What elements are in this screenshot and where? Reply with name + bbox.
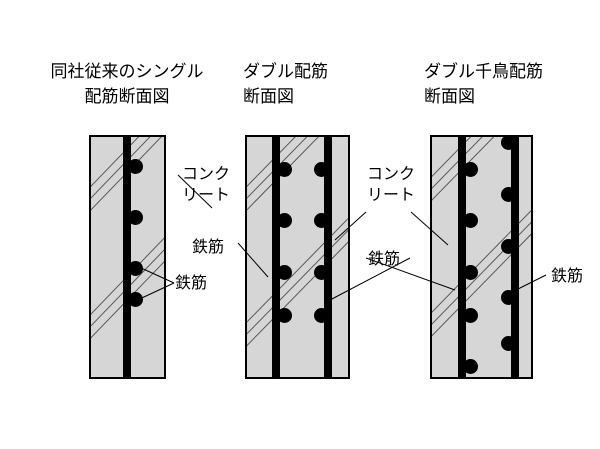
- panel-title-double-staggered-line1: ダブル千鳥配筋: [424, 62, 543, 82]
- panel-title-single: 同社従来のシングル配筋断面図: [22, 60, 232, 110]
- rebar-layer-center: [123, 137, 131, 377]
- rebar-dot: [463, 265, 478, 280]
- cross-section-single: [89, 135, 166, 379]
- cross-section-double: [245, 135, 350, 379]
- rebar-dot: [501, 336, 516, 351]
- rebar-dot: [501, 290, 516, 305]
- rebar-dot: [314, 308, 329, 323]
- rebar-dot: [463, 162, 478, 177]
- label-concrete-panel1: コンクリート: [182, 163, 230, 205]
- rebar-dot: [128, 159, 143, 174]
- rebar-dot: [128, 210, 143, 225]
- label-rebar-panel2-left: 鉄筋: [192, 237, 225, 256]
- rebar-dot: [463, 359, 478, 374]
- panel-title-double-staggered-line2: 断面図: [424, 87, 475, 107]
- cross-section-double-staggered: [430, 135, 533, 379]
- rebar-dot: [501, 187, 516, 202]
- label-concrete-middle-line2: リート: [367, 185, 416, 204]
- rebar-dot: [128, 261, 143, 276]
- panel-title-single-line2: 配筋断面図: [84, 87, 170, 107]
- panel-title-double: ダブル配筋断面図: [243, 60, 413, 110]
- rebar-layer-outer: [458, 137, 466, 377]
- label-concrete-panel1-line1: コンク: [182, 164, 231, 183]
- concrete-hatch-icon: [247, 137, 348, 347]
- label-rebar-panel3-right: 鉄筋: [551, 266, 584, 285]
- panel-title-single-line1: 同社従来のシングル: [50, 62, 204, 82]
- label-concrete-panel1-line2: リート: [182, 185, 231, 204]
- rebar-layer-outer: [272, 137, 280, 377]
- rebar-dot: [128, 292, 143, 307]
- rebar-layer-inner: [511, 137, 519, 377]
- rebar-dot: [314, 213, 329, 228]
- rebar-dot: [277, 162, 292, 177]
- panel-title-double-line2: 断面図: [243, 87, 294, 107]
- rebar-dot: [501, 137, 516, 150]
- rebar-dot: [463, 308, 478, 323]
- rebar-dot: [277, 213, 292, 228]
- rebar-dot: [277, 265, 292, 280]
- label-rebar-panel1: 鉄筋: [175, 273, 208, 292]
- rebar-layer-inner: [324, 137, 332, 377]
- label-rebar-middle: 鉄筋: [368, 249, 401, 268]
- panel-title-double-staggered: ダブル千鳥配筋断面図: [424, 60, 599, 110]
- rebar-dot: [463, 213, 478, 228]
- label-concrete-middle-line1: コンク: [367, 164, 416, 183]
- panel-title-double-line1: ダブル配筋: [243, 62, 328, 82]
- rebar-dot: [314, 162, 329, 177]
- rebar-dot: [277, 308, 292, 323]
- rebar-dot: [501, 239, 516, 254]
- label-concrete-middle: コンクリート: [367, 163, 415, 205]
- rebar-dot: [314, 265, 329, 280]
